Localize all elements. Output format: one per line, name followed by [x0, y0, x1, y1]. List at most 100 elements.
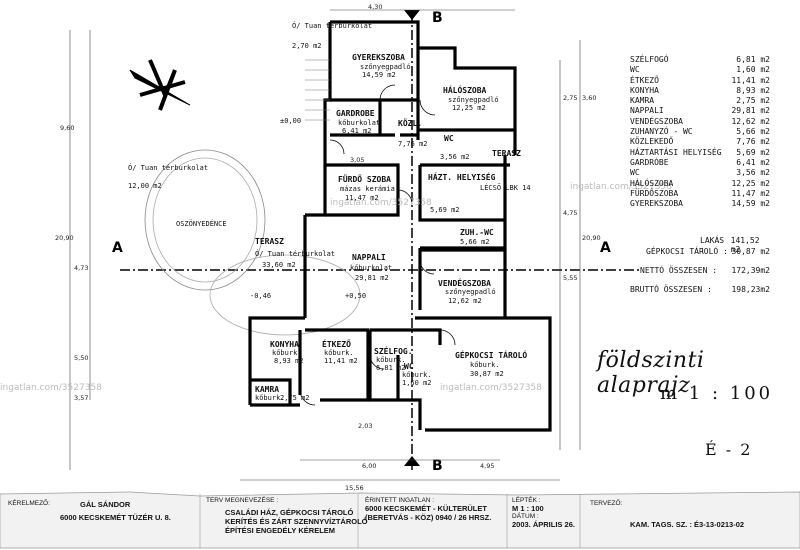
svg-text:5,69 m2: 5,69 m2 [430, 206, 460, 214]
dim-right-c: 4,75 [563, 209, 577, 217]
dim-bottom-a: 15,56 [345, 484, 364, 492]
room-furdo: FÜRDŐ SZOBA mázas kerámia 11,47 m2 [338, 174, 395, 202]
annot-tuan-left: Ó/ Tuan térburkolat [128, 163, 208, 172]
area-room-value: 6,81 m2 [736, 55, 770, 64]
svg-text:mázas kerámia: mázas kerámia [340, 185, 395, 193]
svg-text:kőburk.: kőburk. [255, 393, 285, 402]
area-room-value: 6,41 m2 [736, 157, 770, 167]
watermark-1: ingatlan.com/3527358 [330, 198, 432, 208]
room-etkezo: ÉTKEZŐ kőburk. 11,41 m2 [322, 338, 358, 365]
sheet-number: É - 2 [705, 440, 753, 459]
svg-text:FÜRDŐ SZOBA: FÜRDŐ SZOBA [338, 174, 391, 184]
total-lakas: LAKÁS : 141,52 m2 [700, 236, 760, 254]
svg-text:7,76 m2: 7,76 m2 [398, 140, 428, 148]
svg-text:WC: WC [444, 134, 454, 143]
room-haloszoba: HÁLÓSZOBA szőnyegpadló 12,25 m2 [443, 84, 499, 112]
room-wc-upper: WC 3,56 m2 [440, 134, 470, 161]
section-mark-b-top: B [432, 10, 443, 26]
area-room-value: 11,47 m2 [731, 188, 770, 198]
svg-text:WC: WC [404, 362, 414, 371]
area-room-name: KÖZLEKEDŐ [630, 137, 674, 147]
room-kozl: KÖZL. 7,76 m2 [398, 118, 428, 148]
title-block: KÉRELMEZŐ: GÁL SÁNDOR 6000 KECSKEMÉT TÜZ… [0, 488, 800, 550]
dim-left-outer: 20,90 [55, 234, 74, 242]
dim-left-d: 3,57 [74, 394, 88, 402]
section-mark-a-right: A [600, 240, 611, 256]
area-room-value: 12,25 m2 [731, 178, 770, 188]
room-vendeg: VENDÉGSZOBA szőnyegpadló 12,62 m2 [438, 277, 496, 305]
dim-right-a: 2,75 [563, 94, 577, 102]
room-szelfogo: SZÉLFOG. kőburk. 6,81 m2 [374, 345, 413, 372]
svg-text:GYEREKSZOBA: GYEREKSZOBA [352, 53, 405, 62]
svg-text:29,81 m2: 29,81 m2 [355, 274, 389, 282]
svg-text:kőburk.: kőburk. [402, 370, 432, 379]
area-room-name: KAMRA [630, 96, 655, 106]
svg-text:kőburk.: kőburk. [470, 360, 500, 369]
svg-text:11,41 m2: 11,41 m2 [324, 357, 358, 365]
annot-ozon: OSZÖNYEDÉNCE [176, 219, 227, 228]
area-room-name: NAPPALI [630, 106, 664, 116]
watermark-4: ingatlan.com/3527358 [440, 383, 542, 393]
tb-ingatlan: ÉRINTETT INGATLAN : 6000 KECSKEMÉT - KÜL… [365, 497, 492, 522]
room-wc-lower: WC kőburk. 1,60 m2 [402, 362, 432, 387]
svg-text:14,59 m2: 14,59 m2 [362, 71, 396, 79]
dim-right-d: 5,55 [563, 274, 577, 282]
svg-text:3,56 m2: 3,56 m2 [440, 153, 470, 161]
area-room-name: WC [630, 65, 640, 75]
area-room-name: GYEREKSZOBA [630, 199, 683, 209]
area-room-name: GARDRÓBE [630, 157, 669, 167]
area-room-value: 12,62 m2 [731, 116, 770, 126]
dim-bottom-b: 6,00 [362, 462, 376, 470]
area-room-name: VENDÉGSZOBA [630, 116, 683, 126]
area-room-value: 3,56 m2 [736, 168, 770, 178]
svg-text:30,87 m2: 30,87 m2 [470, 370, 504, 378]
tb-terv-lines: CSALÁDI HÁZ, GÉPKOCSI TÁROLÓ KERÍTÉS ÉS … [225, 508, 368, 535]
dim-bottom-c: 4,95 [480, 462, 494, 470]
area-room-name: SZÉLFOGÓ [630, 55, 669, 64]
tb-tervezo: TERVEZŐ: [590, 500, 623, 507]
svg-text:KAMRA: KAMRA [255, 385, 279, 394]
area-row: SZÉLFOGÓ 6,81 m2 [630, 55, 770, 65]
svg-text:TERASZ: TERASZ [492, 149, 521, 158]
doors [299, 84, 456, 406]
room-terasz-left: TERASZ Ó/ Tuan térburkolat 33,60 m2 [255, 237, 335, 269]
dim-left-c: 5,50 [74, 354, 88, 362]
svg-text:GARDROBE: GARDROBE [336, 109, 375, 118]
area-room-value: 8,93 m2 [736, 85, 770, 95]
svg-text:5,66 m2: 5,66 m2 [460, 238, 490, 246]
room-terasz-right: TERASZ [492, 149, 521, 158]
svg-text:6,41 m2: 6,41 m2 [342, 127, 372, 135]
section-arrow-top [404, 10, 420, 20]
area-row: KÖZLEKEDŐ 7,76 m2 [630, 137, 770, 147]
svg-text:ZUH.-WC: ZUH.-WC [460, 228, 494, 237]
area-room-value: 7,76 m2 [736, 137, 770, 147]
section-arrow-bottom [404, 456, 420, 466]
area-room-value: 5,69 m2 [736, 147, 770, 157]
section-mark-b-bottom: B [432, 458, 443, 474]
area-row: VENDÉGSZOBA 12,62 m2 [630, 117, 770, 127]
area-room-value: 2,75 m2 [736, 96, 770, 106]
total-garage: GÉPKOCSI TÁROLÓ : 30,87 m2 [646, 247, 770, 256]
annot-tuan-top-area: 2,70 m2 [292, 42, 322, 50]
watermark-3: ingatlan.com/3527358 [0, 383, 102, 393]
annot-elev-b: +0,50 [345, 292, 366, 300]
annot-tuan-left-area: 12,00 m2 [128, 182, 162, 190]
room-garazs: GÉPKOCSI TÁROLÓ kőburk. 30,87 m2 [455, 349, 527, 378]
annot-tuan-top: Ó/ Tuan térburkolat [292, 21, 372, 30]
area-totals: LAKÁS : 141,52 m2 GÉPKOCSI TÁROLÓ : 30,8… [630, 236, 770, 296]
section-mark-a-left: A [112, 240, 123, 256]
tb-lepték: LÉPTÉK : M 1 : 100 DÁTUM : 2003. ÁPRILIS… [512, 497, 575, 529]
svg-text:kőburkolat: kőburkolat [338, 118, 380, 127]
tb-kerelmezo: KÉRELMEZŐ: [8, 500, 50, 507]
svg-text:Ó/ Tuan térburkolat: Ó/ Tuan térburkolat [255, 249, 335, 258]
room-kamra: KAMRA kőburk. 2,75 m2 [255, 385, 310, 402]
svg-text:VENDÉGSZOBA: VENDÉGSZOBA [438, 277, 491, 288]
